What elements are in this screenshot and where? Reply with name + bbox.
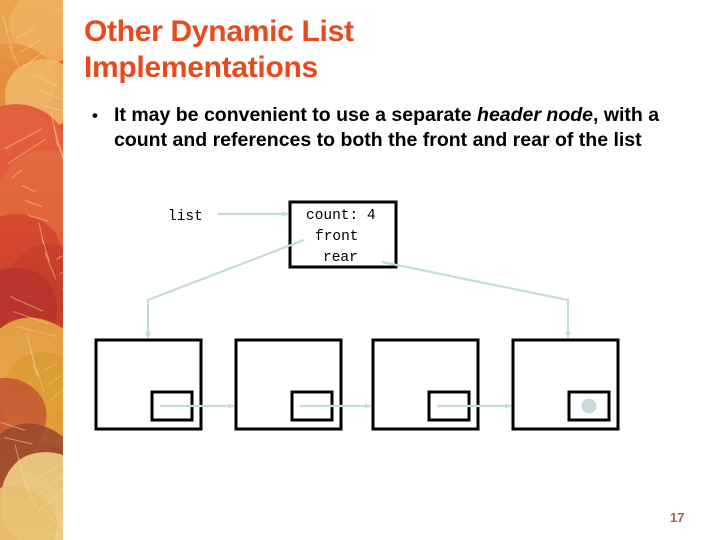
autumn-leaves-decoration — [0, 0, 63, 540]
header-node-front-label: front — [315, 229, 359, 245]
bullet-text-part-3: , with a count and references to both th… — [114, 104, 660, 151]
page-title-line-1: Other Dynamic List — [84, 15, 354, 48]
variable-label-list: list — [168, 209, 203, 225]
page-number: 17 — [670, 510, 685, 525]
pointer-front-to-node-1 — [145, 238, 305, 339]
header-node-rear-label: rear — [323, 250, 358, 266]
bullet-text-emphasis: header node — [477, 104, 593, 126]
pointer-rear-to-node-4 — [381, 260, 571, 339]
page-title-line-2: Implementations — [84, 51, 318, 84]
header-node-count-label: count: 4 — [306, 208, 376, 224]
page-title: Other Dynamic List Implementations — [84, 14, 644, 86]
header-node-box — [288, 200, 398, 269]
null-pointer-icon — [581, 398, 597, 414]
bullet-item: •It may be convenient to use a separate … — [86, 103, 698, 153]
bullet-marker: • — [92, 106, 98, 125]
bullet-text-part-1: It may be convenient to use a separate — [114, 104, 478, 126]
body-content: •It may be convenient to use a separate … — [86, 103, 698, 153]
